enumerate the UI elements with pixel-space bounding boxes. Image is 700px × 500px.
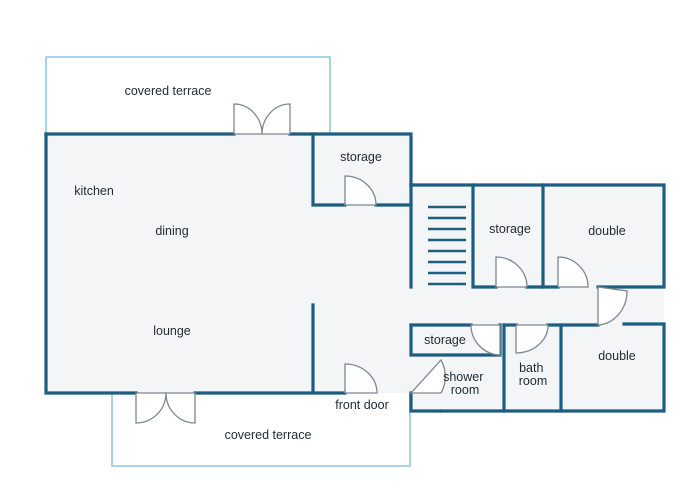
label-front-door: front door — [335, 398, 389, 412]
room-labels: covered terrace kitchen dining lounge st… — [74, 84, 636, 442]
floor-area — [46, 134, 664, 411]
label-terrace-bottom: covered terrace — [225, 428, 312, 442]
label-bath-room: bath room — [519, 361, 547, 388]
shower-room-door — [409, 358, 446, 394]
label-double-bottom: double — [598, 349, 636, 363]
storage-small-door — [470, 324, 501, 356]
label-storage-middle: storage — [489, 222, 531, 236]
storage-middle-door — [495, 256, 528, 288]
label-double-top: double — [588, 224, 626, 238]
label-storage-small: storage — [424, 333, 466, 347]
doors — [135, 103, 628, 424]
label-terrace-top: covered terrace — [125, 84, 212, 98]
label-bath-room-line2: room — [519, 374, 547, 388]
label-shower-room-line1: shower — [443, 370, 483, 384]
staircase — [428, 205, 466, 286]
bath-room-door — [515, 324, 549, 354]
label-storage-top: storage — [340, 150, 382, 164]
front-door-swing — [344, 363, 378, 394]
double-bottom-door — [597, 286, 628, 326]
terrace-top-double-door — [233, 103, 291, 135]
label-shower-room: shower room — [443, 370, 487, 397]
terrace-bottom-double-door — [135, 392, 196, 424]
storage-top-door — [344, 175, 377, 206]
label-bath-room-line1: bath — [519, 361, 543, 375]
label-shower-room-line2: room — [451, 383, 479, 397]
double-top-door — [557, 256, 589, 288]
label-kitchen: kitchen — [74, 184, 114, 198]
label-lounge: lounge — [153, 324, 191, 338]
label-dining: dining — [155, 224, 188, 238]
